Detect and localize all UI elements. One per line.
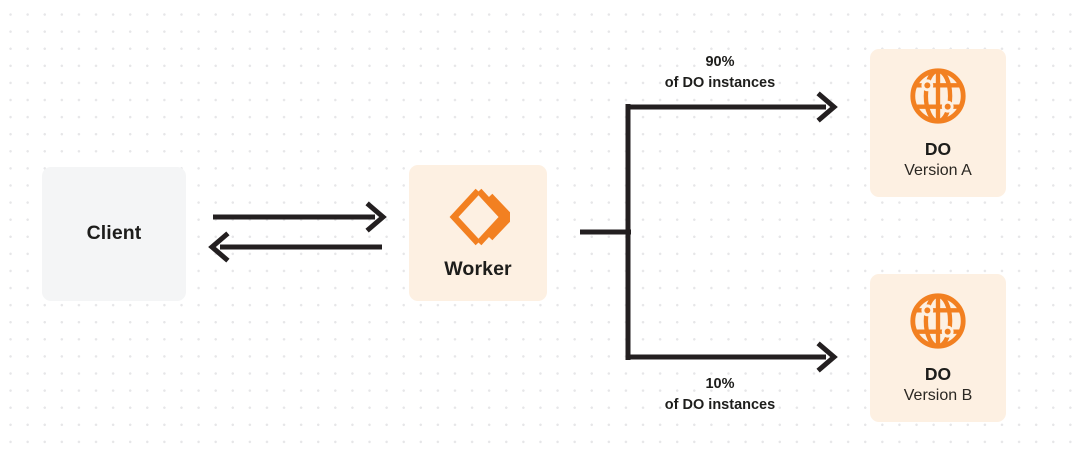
- edge-label-do-a: 90% of DO instances: [612, 52, 828, 94]
- node-worker-label: Worker: [444, 258, 512, 281]
- node-do-a-label: DO: [924, 138, 952, 159]
- globe-icon: [907, 290, 969, 352]
- cloudflare-workers-icon: [446, 185, 515, 249]
- node-do-version-a[interactable]: DO Version A: [870, 49, 1006, 197]
- arrow-client-to-worker: [213, 201, 387, 233]
- node-do-b-label: DO: [924, 363, 952, 384]
- arrow-worker-to-do-a: [626, 91, 838, 123]
- edge-label-do-b: 10% of DO instances: [612, 374, 828, 416]
- arrow-worker-to-client: [208, 231, 382, 263]
- node-do-a-sublabel: Version A: [904, 162, 972, 180]
- edge-label-do-b-percent: 10%: [705, 376, 735, 392]
- edge-label-do-a-detail: of DO instances: [664, 75, 776, 92]
- edge-label-do-a-percent: 90%: [705, 54, 735, 70]
- edge-label-do-b-detail: of DO instances: [664, 397, 776, 414]
- node-client[interactable]: Client: [42, 167, 186, 301]
- node-worker[interactable]: Worker: [409, 165, 547, 301]
- arrow-worker-to-do-b: [626, 341, 838, 373]
- node-do-version-b[interactable]: DO Version B: [870, 274, 1006, 422]
- fork-junction: [580, 104, 631, 360]
- node-client-label: Client: [86, 222, 142, 245]
- globe-icon: [907, 65, 969, 127]
- node-do-b-sublabel: Version B: [903, 387, 973, 405]
